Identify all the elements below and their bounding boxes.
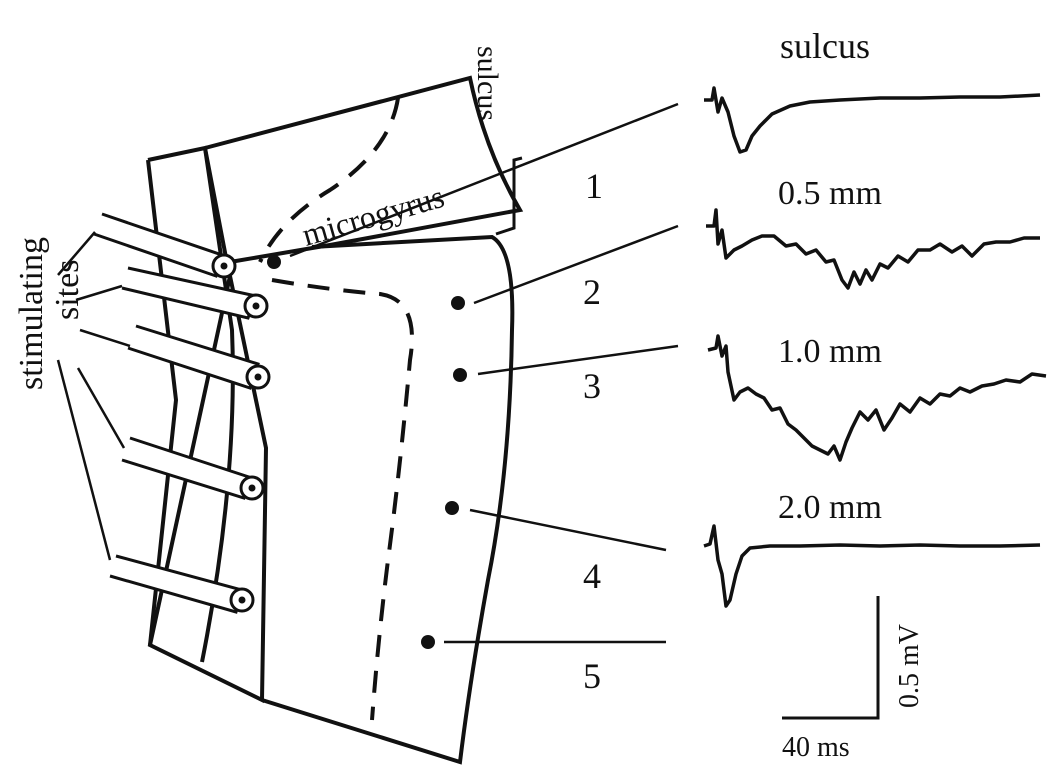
electrode-tip-dot [252,302,260,310]
electrode-1 [93,212,237,279]
site-numbers: 1 2 3 4 5 [583,166,603,696]
scale-bar-lines [782,596,880,720]
electrode-tip-dot [238,596,246,604]
scale-bar-voltage: 0.5 mV [894,624,925,708]
trace-label-0-5mm: 0.5 mm [778,175,882,212]
site-number-1: 1 [585,166,603,206]
trace-label-2-0mm: 2.0 mm [778,489,882,526]
trace-0-5mm [706,208,1040,290]
electrode-3 [127,324,271,390]
recording-sites [267,255,467,649]
electrode-2 [121,266,269,320]
trace-1-0mm [707,334,1047,462]
sulcus-bracket [495,156,523,236]
electrode-5 [109,554,255,614]
microgyrus-outline [204,75,524,264]
stim-leader-lines [56,231,131,561]
layer-boundary [200,147,235,663]
electrodes [93,212,271,614]
recording-site-4 [445,501,459,515]
white-matter-border [261,234,515,765]
trace-sulcus [704,86,1041,154]
label-sulcus-vertical: sulcus [471,46,504,121]
electrode-tip-dot [220,262,228,270]
recording-site-5 [421,635,435,649]
label-sites: sites [49,260,86,320]
site-number-2: 2 [583,272,601,312]
trace-2-0mm [703,524,1041,608]
label-stimulating: stimulating [13,237,50,390]
site-number-5: 5 [583,656,601,696]
trace-label-1-0mm: 1.0 mm [778,333,882,370]
recording-site-2 [451,296,465,310]
site-number-4: 4 [583,556,601,596]
electrode-tip-dot [254,373,262,381]
trace-title-sulcus: sulcus [780,26,870,66]
recording-site-3 [453,368,467,382]
electrode-tip-dot [248,484,256,492]
electrode-4 [121,436,265,501]
cortex-slab [146,75,524,765]
dashed-boundaries [258,97,414,721]
scale-bar [782,596,880,720]
dashed-lower [271,278,414,721]
dashed-upper [258,97,400,263]
recording-site-1 [267,255,281,269]
scale-bar-time: 40 ms [782,732,850,763]
site-leader-lines [289,102,679,644]
voltage-traces [703,86,1047,608]
site-number-3: 3 [583,366,601,406]
stimulating-sites-label: stimulating sites [13,237,86,390]
